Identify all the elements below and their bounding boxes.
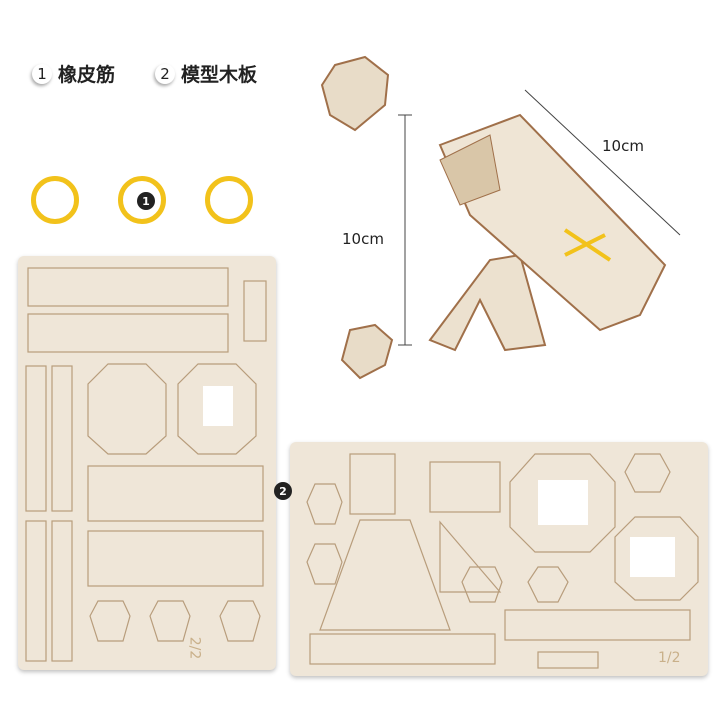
legend-board: 2 模型木板 xyxy=(155,60,257,87)
legend-number: 2 xyxy=(155,63,175,84)
dimension-lines xyxy=(398,89,681,346)
dimension-length: 10cm xyxy=(602,137,644,155)
marker-rubber-band: 1 xyxy=(137,192,155,210)
board-pieces xyxy=(25,267,267,662)
legend-label: 橡皮筋 xyxy=(58,64,116,86)
rubber-band xyxy=(205,176,253,224)
dimension-height: 10cm xyxy=(342,230,384,248)
board-pieces xyxy=(306,453,699,669)
board-page-label: 2/2 xyxy=(186,636,203,660)
legend-rubber-band: 1 橡皮筋 xyxy=(32,60,115,87)
legend-number: 1 xyxy=(32,63,52,84)
board-page-label: 1/2 xyxy=(658,650,681,666)
wood-board-right: 1/2 xyxy=(290,442,708,676)
rubber-band xyxy=(118,176,166,224)
rubber-band xyxy=(31,176,79,224)
marker-board: 2 xyxy=(274,482,292,500)
legend-label: 模型木板 xyxy=(181,64,258,86)
wood-board-left: 2/2 xyxy=(18,256,276,670)
